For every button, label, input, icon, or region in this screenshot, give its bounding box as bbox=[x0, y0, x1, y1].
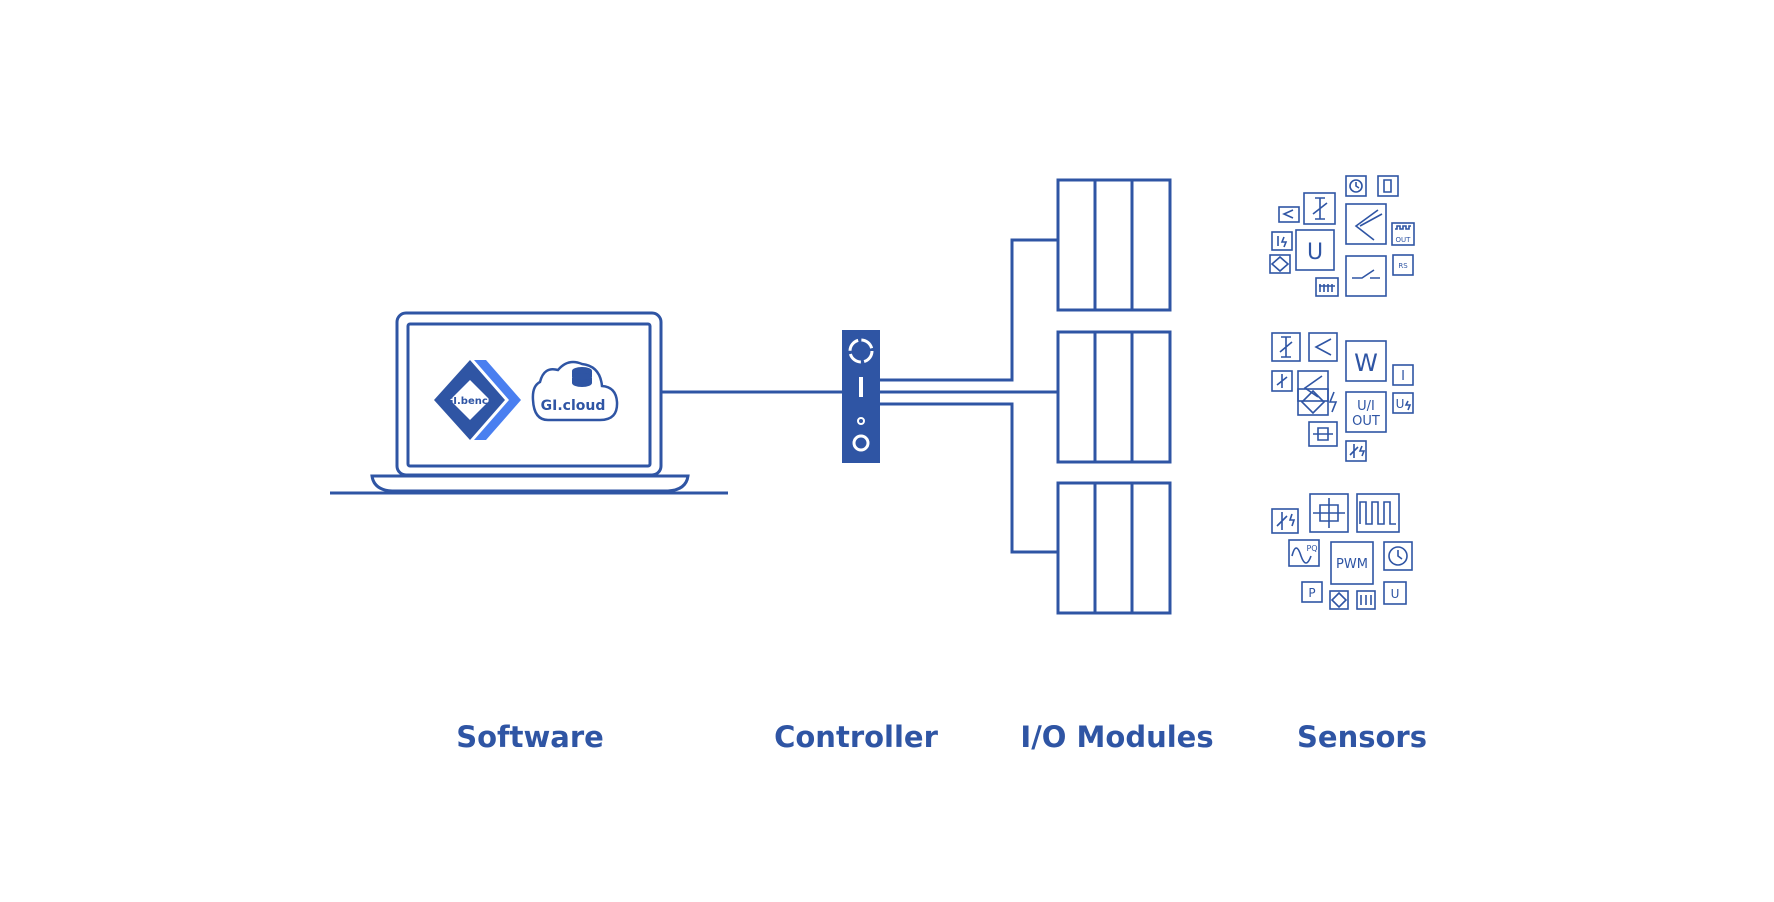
power-icon: W bbox=[1345, 340, 1387, 382]
sensor-cluster-2: W I U/I OUT bbox=[1271, 332, 1414, 462]
pressure-label: P bbox=[1308, 586, 1315, 600]
power-quality-icon: PQ bbox=[1288, 539, 1320, 567]
connector-icon bbox=[1377, 175, 1399, 197]
io-modules bbox=[1056, 178, 1172, 615]
controller-to-module-1-line bbox=[879, 238, 1058, 382]
temperature-icon bbox=[1271, 332, 1301, 362]
sensors: U OUT RS bbox=[1269, 175, 1415, 610]
thermocouple-icon bbox=[1308, 332, 1338, 362]
controller bbox=[842, 330, 880, 463]
clock-icon bbox=[1383, 541, 1413, 571]
gi-cloud-logo: GI.cloud bbox=[531, 360, 619, 422]
analog-out-label-1: U/I bbox=[1357, 399, 1375, 414]
temperature-small-icon bbox=[1345, 440, 1367, 462]
sensor-cluster-1: U OUT RS bbox=[1269, 175, 1415, 297]
rs-label: RS bbox=[1398, 262, 1408, 270]
clock-icon bbox=[1345, 175, 1367, 197]
strain-gauge-icon bbox=[1308, 421, 1338, 447]
bridge-icon bbox=[1269, 254, 1291, 274]
laptop-lid bbox=[395, 311, 663, 477]
cloud-icon bbox=[531, 360, 619, 422]
switch-icon bbox=[1345, 255, 1387, 297]
voltage-label: U bbox=[1307, 240, 1323, 265]
current-label: I bbox=[1401, 369, 1405, 384]
sensor-cluster-3: PQ PWM P U bbox=[1271, 493, 1413, 610]
database-icon bbox=[572, 367, 592, 387]
controller-to-module-3-line bbox=[879, 402, 1058, 554]
laptop-base bbox=[370, 474, 690, 493]
voltage-small-label: U bbox=[1396, 397, 1405, 411]
laptop-screen bbox=[406, 322, 652, 468]
digital-out-label: OUT bbox=[1396, 236, 1412, 244]
counter-small-icon bbox=[1356, 590, 1376, 610]
io-module-group-1 bbox=[1056, 178, 1172, 312]
strain-gauge-icon bbox=[1309, 493, 1349, 533]
analog-out-label-2: OUT bbox=[1352, 414, 1380, 429]
label-controller: Controller bbox=[774, 720, 938, 754]
bridge-icon bbox=[1297, 388, 1338, 416]
voltage-icon: U bbox=[1295, 229, 1335, 271]
current-small-icon bbox=[1271, 231, 1293, 251]
gi-cloud-label: GI.cloud bbox=[541, 398, 606, 414]
controller-status-ring bbox=[848, 338, 874, 364]
thermocouple-small-icon bbox=[1278, 206, 1300, 223]
thermocouple-icon bbox=[1297, 370, 1329, 402]
temperature-icon bbox=[1303, 192, 1336, 225]
label-sensors: Sensors bbox=[1297, 720, 1427, 754]
gi-bench-label: GI.bench bbox=[445, 396, 495, 407]
rs-interface-icon: RS bbox=[1392, 254, 1414, 276]
power-quality-label: PQ bbox=[1306, 544, 1317, 553]
analog-out-icon: U/I OUT bbox=[1345, 391, 1387, 433]
current-icon: I bbox=[1392, 364, 1414, 386]
voltage-small-icon: U bbox=[1392, 392, 1414, 414]
voltage-small-label: U bbox=[1391, 587, 1400, 601]
pwm-icon: PWM bbox=[1330, 541, 1374, 585]
io-module-group-3 bbox=[1056, 481, 1172, 615]
temperature-small-icon bbox=[1271, 370, 1293, 392]
connection-lines bbox=[661, 238, 1058, 554]
controller-led bbox=[857, 417, 865, 425]
thermocouple-icon bbox=[1345, 203, 1387, 245]
voltage-small-icon: U bbox=[1383, 581, 1407, 605]
pressure-icon: P bbox=[1301, 581, 1323, 603]
pulse-counter-icon bbox=[1315, 277, 1339, 297]
power-label: W bbox=[1354, 349, 1378, 377]
label-io-modules: I/O Modules bbox=[1020, 720, 1214, 754]
frequency-icon bbox=[1356, 493, 1400, 533]
pwm-label: PWM bbox=[1336, 557, 1368, 572]
gi-bench-logo: GI.bench bbox=[434, 360, 521, 440]
controller-power-indicator bbox=[859, 377, 863, 397]
bridge-small-icon bbox=[1329, 590, 1349, 610]
laptop bbox=[330, 311, 728, 495]
controller-port bbox=[852, 434, 870, 452]
temperature-small-icon bbox=[1271, 508, 1299, 534]
label-software: Software bbox=[456, 720, 604, 754]
io-module-group-2 bbox=[1056, 330, 1172, 464]
digital-out-icon: OUT bbox=[1391, 222, 1415, 246]
